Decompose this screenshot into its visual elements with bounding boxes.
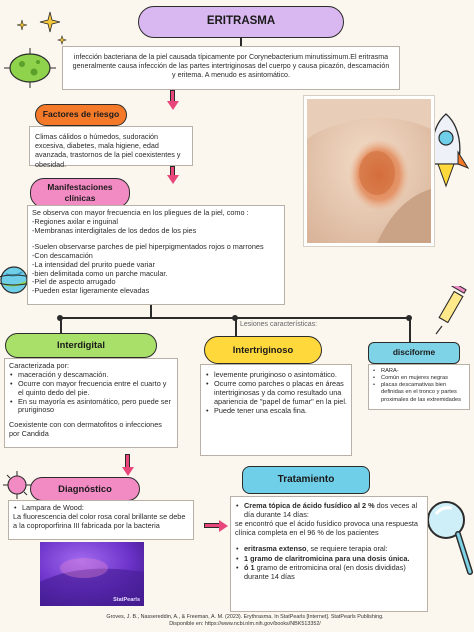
tratamiento-list-1: Crema tópica de ácido fusídico al 2 % do… <box>235 501 423 519</box>
clinical-manifestations-list: Se observa con mayor frecuencia en los p… <box>32 208 280 296</box>
disciforme-bullet-3: placas descamativas bien definidas en el… <box>372 382 466 403</box>
tratamiento-item-1-text: se encontró que el ácido fusídico provoc… <box>235 519 418 538</box>
clinical-manifestations-heading-text: Manifestaciones clínicas <box>47 182 113 203</box>
tratamiento-item-2-bold: eritrasma extenso <box>244 544 307 554</box>
axilla-image <box>307 99 431 243</box>
tratamiento-item-2-rest: , se requiere terapia oral: <box>306 544 388 554</box>
reference-line-2: Disponible en: https://www.ncbi.nlm.nih.… <box>169 621 321 628</box>
sparkle-stars-icon <box>16 11 67 45</box>
interdigital-heading: Interdigital <box>5 333 157 358</box>
arrow-diagnostico-tratamiento-head <box>219 519 228 532</box>
diagnostico-heading-text: Diagnóstico <box>58 483 112 494</box>
tratamiento-item-4-rest: gramo de eritromicina oral (en dosis div… <box>244 562 406 581</box>
manifest-line-8: -bien delimitada como un parche macular. <box>32 268 168 278</box>
reference-line-1: Groves, J. B., Nassereddin, A., & Freema… <box>106 614 384 620</box>
manifest-line-9: -Piel de aspecto arrugado <box>32 277 116 287</box>
tratamiento-item-3: 1 gramo de claritromicina para una dosis… <box>235 554 423 563</box>
tratamiento-heading: Tratamiento <box>242 466 370 494</box>
magnifier-icon <box>427 501 473 575</box>
diagnostico-bullet: Lampara de Wood: <box>13 503 189 513</box>
intro-box: infección bacteriana de la piel causada … <box>62 46 400 90</box>
intertriginoso-bullet-3: Puede tener una escala fina. <box>205 406 347 415</box>
diagnostico-list: Lampara de Wood: <box>13 503 189 513</box>
page-title-text: ERITRASMA <box>206 15 276 27</box>
tratamiento-item-4: ó 1 gramo de eritromicina oral (en dosis… <box>235 563 423 581</box>
manifest-line-6: -Con descamación <box>32 251 93 260</box>
diagnostico-heading: Diagnóstico <box>30 477 140 501</box>
connector-dot-mid <box>232 314 238 321</box>
interdigital-footer: Coexistente con con dermatofitos o infec… <box>9 420 162 439</box>
erythrasma-axilla-photo <box>304 96 434 246</box>
tratamiento-item-1: Crema tópica de ácido fusídico al 2 % do… <box>235 501 423 519</box>
disciforme-heading-text: disciforme <box>392 347 436 357</box>
tratamiento-item-1-rest: dos veces al día durante 14 días: <box>244 501 418 520</box>
arrow-risk-manifest-head <box>166 175 179 184</box>
connector-title <box>240 38 242 46</box>
intertriginoso-heading: Intertriginoso <box>204 336 322 364</box>
risk-factors-text: Climas cálidos o húmedos, sudoración exc… <box>35 132 181 169</box>
lesions-label-text: Lesiones características: <box>240 321 318 328</box>
connector-to-interdigital <box>60 318 62 334</box>
reference: Groves, J. B., Nassereddin, A., & Freema… <box>80 614 410 629</box>
tratamiento-box: Crema tópica de ácido fusídico al 2 % do… <box>230 496 428 612</box>
virus-icon <box>3 471 31 499</box>
lesions-label: Lesiones características: <box>240 321 317 328</box>
woods-lamp-image <box>40 542 144 606</box>
interdigital-intro: Caracterizada por: <box>9 361 70 370</box>
arrow-interdigital-diagnostico-head <box>121 467 134 476</box>
woods-lamp-photo: StatPearls <box>40 542 144 606</box>
interdigital-bullet-1: maceración y descamación. <box>9 370 173 380</box>
risk-factors-heading: Factores de riesgo <box>35 104 127 126</box>
disciforme-bullet-2: Común en mujeres negras <box>372 375 466 382</box>
arrow-intro-risk-head <box>166 101 179 110</box>
clinical-manifestations-box: Se observa con mayor frecuencia en los p… <box>27 205 285 305</box>
intertriginoso-heading-text: Intertriginoso <box>232 344 294 355</box>
risk-factors-heading-text: Factores de riesgo <box>42 109 120 119</box>
intro-text: infección bacteriana de la piel causada … <box>72 53 390 80</box>
manifest-line-1: Se observa con mayor frecuencia en los p… <box>32 208 249 217</box>
bacteria-icon <box>4 48 56 88</box>
interdigital-bullet-3: En su mayoría es asintomático, pero pued… <box>9 397 173 416</box>
tratamiento-item-1-bold: Crema tópica de ácido fusídico al 2 % <box>244 501 375 510</box>
syringe-icon <box>435 286 467 335</box>
intertriginoso-bullet-2: Ocurre como parches o placas en áreas in… <box>205 379 347 406</box>
tratamiento-item-3-bold: 1 gramo de claritromicina para una dosis… <box>244 553 410 563</box>
connector-to-intertriginoso <box>235 318 237 336</box>
disciforme-list: RARA-Común en mujeres negrasplacas desca… <box>372 368 466 404</box>
intertriginoso-list: levemente pruriginoso o asintomático.Ocu… <box>205 370 347 415</box>
manifest-line-2: -Regiones axilar e inguinal <box>32 216 118 226</box>
interdigital-heading-text: Interdigital <box>57 339 105 350</box>
connector-dot-left <box>57 314 63 321</box>
planet-icon <box>0 266 34 294</box>
arrow-diagnostico-tratamiento <box>204 523 220 528</box>
intertriginoso-bullet-1: levemente pruriginoso o asintomático. <box>205 370 347 379</box>
connector-manifest-lesions <box>150 305 152 318</box>
clinical-manifestations-heading: Manifestaciones clínicas <box>30 178 130 208</box>
diagnostico-box: Lampara de Wood: La fluorescencia del co… <box>8 500 194 540</box>
tratamiento-heading-text: Tratamiento <box>277 474 335 485</box>
interdigital-list: maceración y descamación.Ocurre con mayo… <box>9 370 173 416</box>
manifest-line-7: -La intensidad del prurito puede variar <box>32 259 155 269</box>
page-title: ERITRASMA <box>138 6 344 38</box>
risk-factors-box: Climas cálidos o húmedos, sudoración exc… <box>29 126 193 169</box>
disciforme-box: RARA-Común en mujeres negrasplacas desca… <box>368 364 470 410</box>
manifest-line-10: -Pueden estar ligeramente elevadas <box>32 286 150 295</box>
manifest-line-5: -Suelen observarse parches de piel hiper… <box>32 242 264 252</box>
connector-dot-right <box>406 314 412 321</box>
interdigital-box: Caracterizada por: maceración y descamac… <box>4 358 178 448</box>
connector-to-disciforme <box>409 318 411 342</box>
tratamiento-item-2: eritrasma extenso, se requiere terapia o… <box>235 544 423 553</box>
disciforme-heading: disciforme <box>368 342 460 364</box>
tratamiento-item-4-bold: ó 1 <box>244 562 255 572</box>
disciforme-bullet-1: RARA- <box>372 368 466 375</box>
diagnostico-text: La fluorescencia del color rosa coral br… <box>13 511 186 530</box>
arrow-interdigital-diagnostico <box>125 454 130 468</box>
manifest-line-3: -Membranas interdigitales de los dedos d… <box>32 225 197 235</box>
intertriginoso-box: levemente pruriginoso o asintomático.Ocu… <box>200 364 352 456</box>
photo-credit: StatPearls <box>113 597 140 603</box>
tratamiento-list-2: eritrasma extenso, se requiere terapia o… <box>235 544 423 580</box>
interdigital-bullet-2: Ocurre con mayor frecuencia entre el cua… <box>9 379 173 398</box>
